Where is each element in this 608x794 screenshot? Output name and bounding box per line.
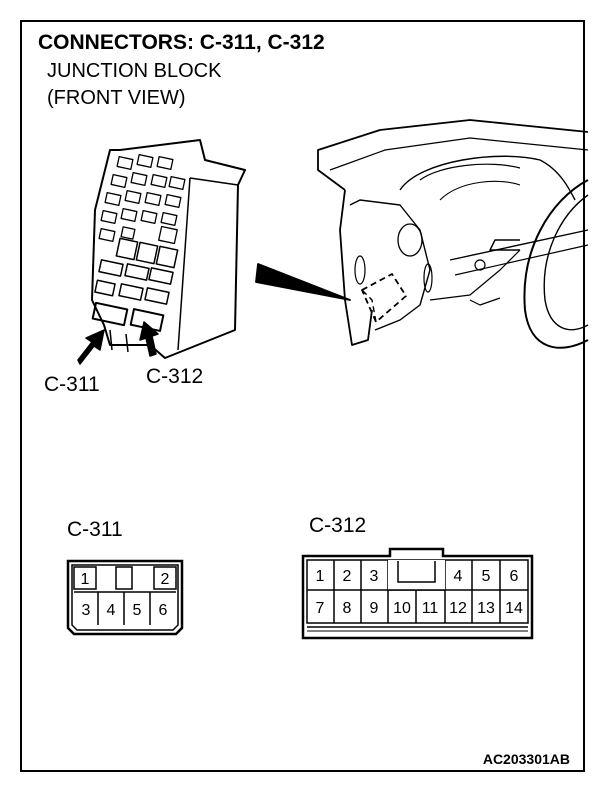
c312-pin-10: 10 (393, 600, 411, 617)
diagram-title: CONNECTORS: C-311, C-312 (38, 31, 325, 54)
instrument-panel-illustration (255, 119, 589, 349)
figure-code: AC203301AB (482, 751, 570, 767)
c312-connector-face (301, 547, 534, 640)
c312-pin-7: 7 (316, 600, 325, 617)
c312-pin-6: 6 (510, 568, 519, 585)
c311-pin-3: 3 (82, 602, 91, 619)
c312-pin-labels: 1 2 3 4 5 6 7 8 9 10 11 12 13 14 (316, 568, 523, 617)
c311-pin-2: 2 (161, 571, 170, 588)
c312-pin-4: 4 (454, 568, 463, 585)
c311-connector-label: C-311 (67, 518, 123, 541)
callout-c312: C-312 (146, 365, 204, 388)
c312-pin-14: 14 (505, 600, 523, 617)
c311-connector-face (66, 559, 184, 636)
c311-pin-1: 1 (81, 571, 90, 588)
c312-connector-label: C-312 (309, 514, 367, 537)
junction-block-illustration (77, 139, 246, 365)
subtitle-front-view: (FRONT VIEW) (47, 87, 186, 109)
c311-pin-6: 6 (159, 602, 168, 619)
c312-pin-8: 8 (343, 600, 352, 617)
c311-pin-4: 4 (107, 602, 116, 619)
c311-pin-labels: 1 2 3 4 5 6 (81, 571, 170, 619)
c312-pin-12: 12 (449, 600, 467, 617)
c312-pin-1: 1 (316, 568, 325, 585)
c312-pin-11: 11 (422, 600, 439, 617)
subtitle-junction-block: JUNCTION BLOCK (47, 60, 222, 82)
c312-pin-3: 3 (370, 568, 379, 585)
c312-pin-5: 5 (482, 568, 491, 585)
diagram-frame (20, 20, 585, 772)
c311-pin-5: 5 (133, 602, 142, 619)
c312-pin-13: 13 (477, 600, 495, 617)
c312-pin-2: 2 (343, 568, 352, 585)
callout-c311: C-311 (44, 373, 100, 396)
c312-pin-9: 9 (370, 600, 379, 617)
